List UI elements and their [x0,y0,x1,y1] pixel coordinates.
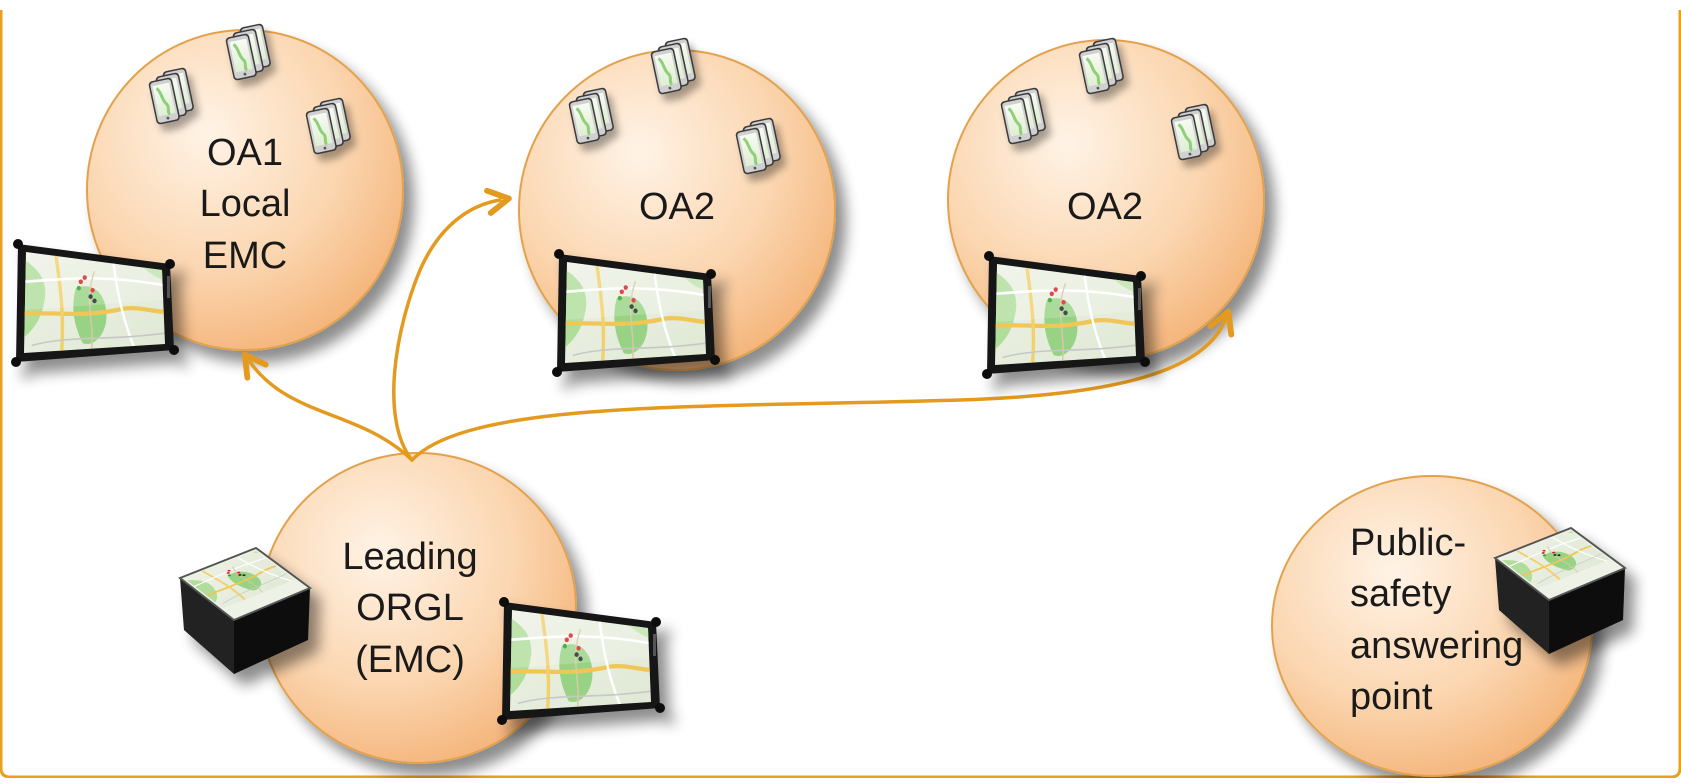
node-label-line: (EMC) [355,638,465,681]
node-label-line: ORGL [356,587,464,630]
node-oa2-a-label: OA2 [617,182,737,233]
node-label-line: Leading [342,536,478,578]
node-label-line: OA2 [1066,186,1144,228]
tablet-map-icon [497,597,665,725]
node-oa1-label: OA1 Local EMC [185,128,305,282]
node-label-line: Local [199,183,291,226]
node-label-line: point [1350,675,1433,718]
node-psap-label: Public- safety answering point [1350,518,1550,723]
edge-leading-to-oa2-b [410,308,1235,462]
node-label-line: OA1 [206,132,284,174]
node-label-line: Public- [1350,522,1467,564]
node-oa2-b-label: OA2 [1045,182,1165,233]
node-label-line: safety [1350,573,1452,616]
frame-bottom [0,767,1681,779]
edge-leading-to-oa2-a [392,187,512,462]
node-label-line: EMC [202,234,288,277]
node-leading-label: Leading ORGL (EMC) [330,532,490,686]
node-label-line: OA2 [638,186,716,228]
edge-leading-to-oa1 [241,351,414,462]
node-label-line: answering [1350,624,1524,667]
